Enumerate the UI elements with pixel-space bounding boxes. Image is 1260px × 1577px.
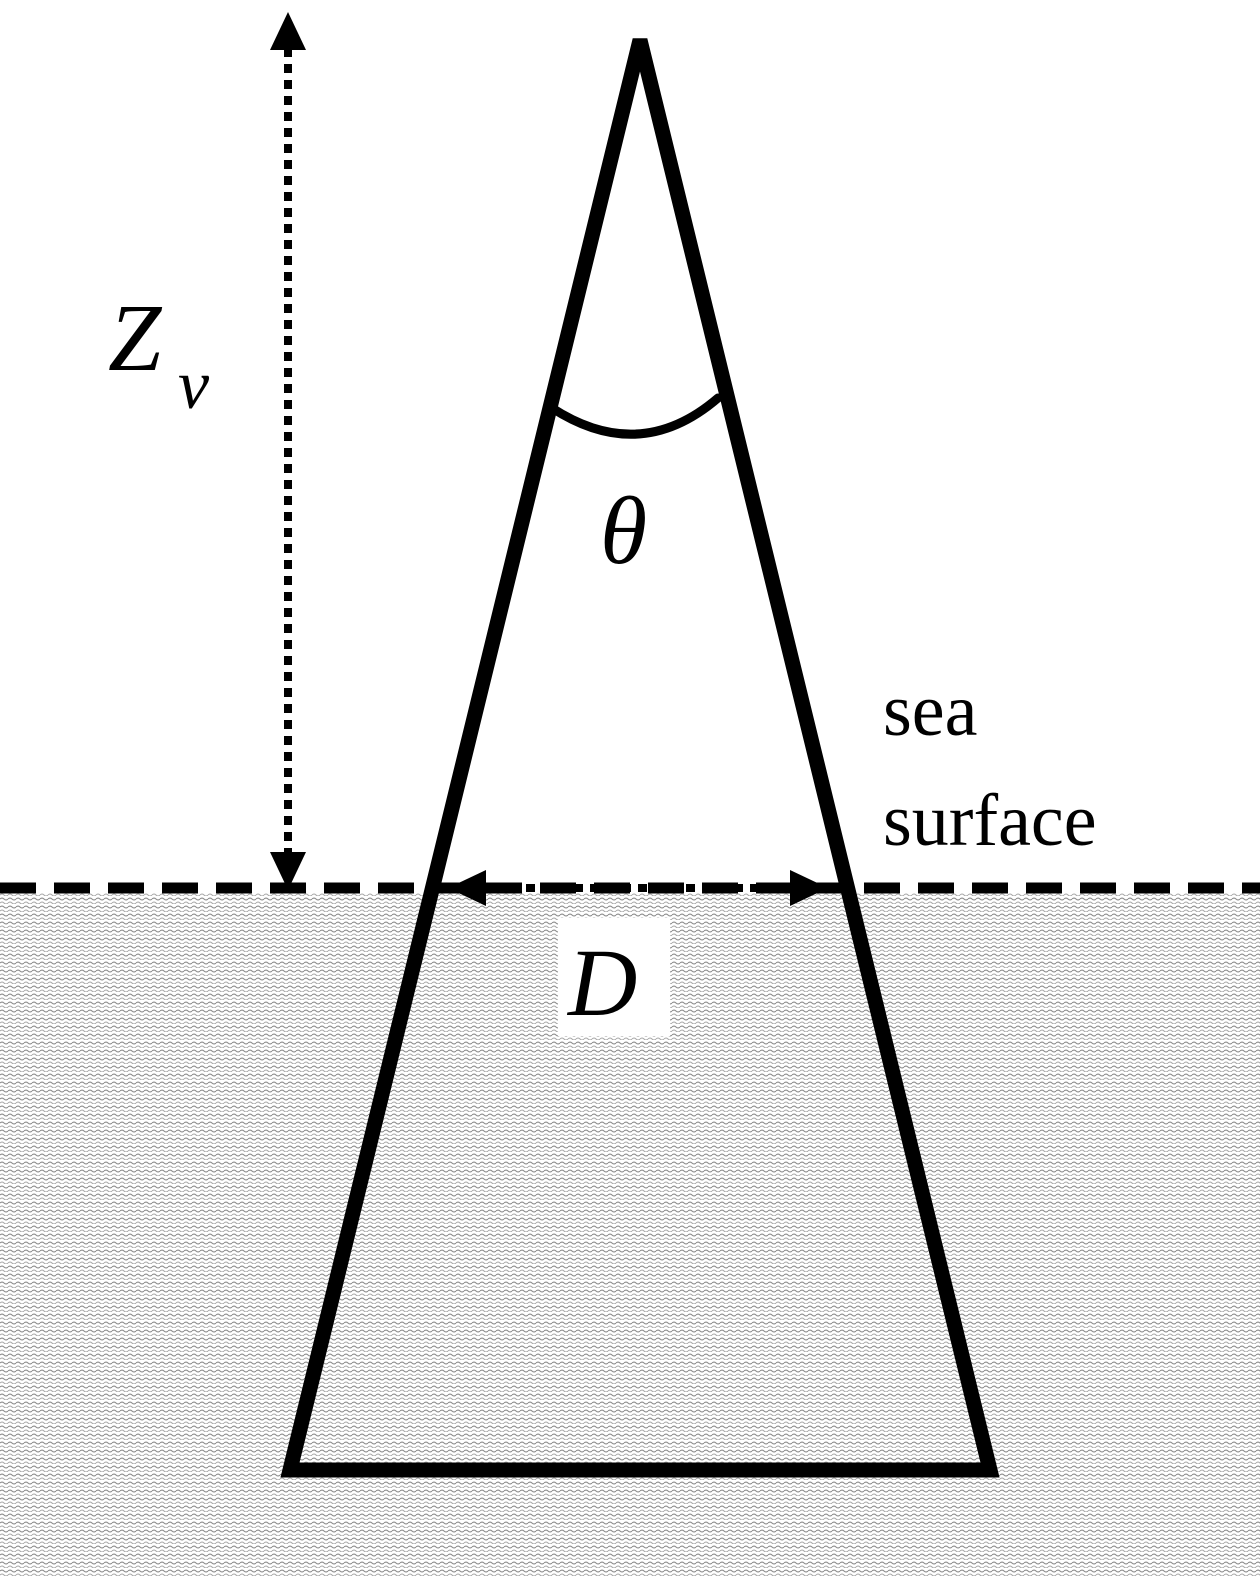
height-symbol: Z bbox=[108, 284, 163, 391]
viewing-cone bbox=[280, 38, 1000, 1478]
angle-arc bbox=[547, 393, 723, 439]
width-symbol: D bbox=[566, 929, 637, 1036]
height-subscript: v bbox=[178, 347, 210, 424]
height-arrow-bottom-icon bbox=[270, 852, 306, 890]
height-arrow-top-icon bbox=[270, 12, 306, 50]
sea-surface-label-line2: surface bbox=[883, 780, 1097, 862]
sea-surface-label-line1: sea bbox=[883, 670, 978, 752]
width-label-background bbox=[558, 918, 670, 1036]
width-arrow-right-icon bbox=[790, 870, 828, 906]
width-arrow-left-icon bbox=[448, 870, 486, 906]
angle-symbol: θ bbox=[600, 477, 647, 584]
